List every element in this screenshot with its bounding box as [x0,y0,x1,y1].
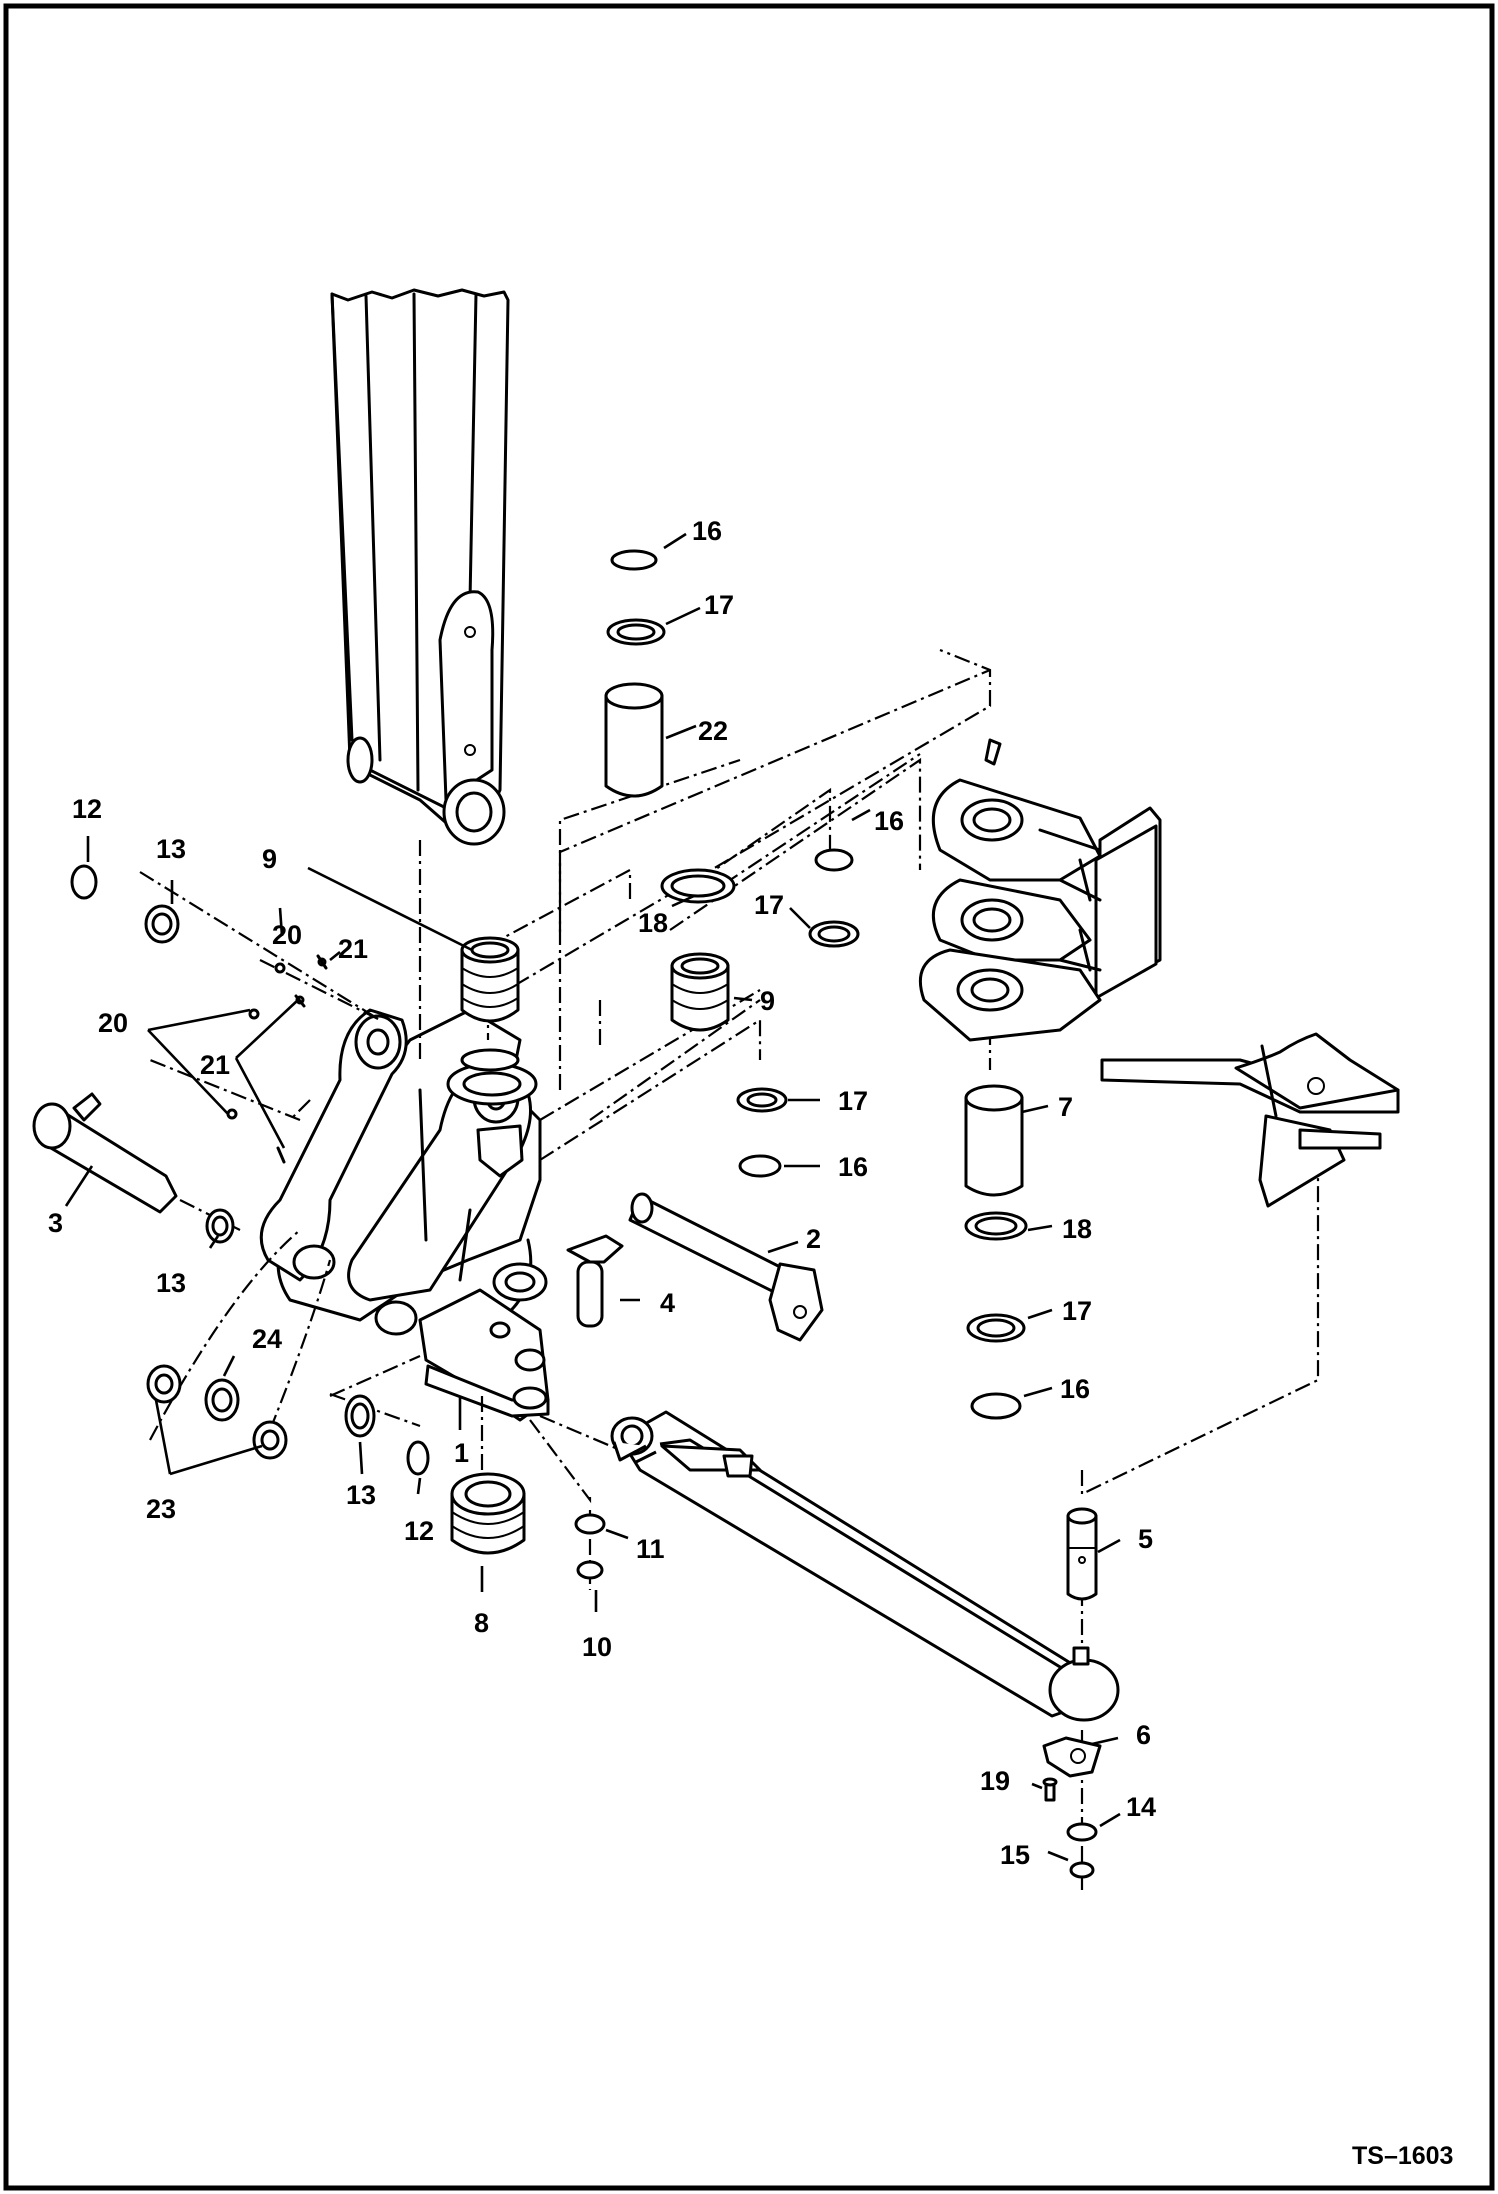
callout-2: 2 [806,1224,821,1254]
callout-16: 16 [838,1152,868,1182]
callout-8: 8 [474,1608,489,1638]
sleeves [604,682,1098,1601]
page-frame [3,3,1495,2191]
callout-20: 20 [98,1008,128,1038]
callout-9: 9 [760,986,775,1016]
callout-19: 19 [980,1766,1010,1796]
pin-2 [628,1192,824,1342]
callout-5: 5 [1138,1524,1153,1554]
callout-17: 17 [1062,1296,1092,1326]
callout-labels: 16 17 22 12 13 9 20 21 20 21 3 13 24 23 … [48,516,1156,1870]
callout-15: 15 [1000,1840,1030,1870]
callout-17: 17 [838,1086,868,1116]
callout-4: 4 [660,1288,675,1318]
small-hardware [146,954,1102,1802]
callout-leaders [64,532,1121,1862]
swing-bracket [259,1008,550,1422]
callout-1: 1 [454,1438,469,1468]
mount-plate [1100,1032,1400,1208]
drawing-code: TS–1603 [1352,2142,1453,2170]
callout-11: 11 [636,1534,665,1564]
hydraulic-cylinder [610,1410,1120,1722]
callout-18: 18 [1062,1214,1092,1244]
callout-22: 22 [698,716,728,746]
callout-20: 20 [272,920,302,950]
callout-17: 17 [754,890,784,920]
pin-3 [32,1092,178,1214]
callout-21: 21 [200,1050,230,1080]
callout-16: 16 [692,516,722,546]
rings [70,549,1098,1879]
callout-6: 6 [1136,1720,1151,1750]
callout-16: 16 [874,806,904,836]
callout-16: 16 [1060,1374,1090,1404]
callout-13: 13 [346,1480,376,1510]
callout-17: 17 [704,590,734,620]
callout-24: 24 [252,1324,282,1354]
callout-18: 18 [638,908,668,938]
callout-12: 12 [72,794,102,824]
callout-13: 13 [156,834,186,864]
callout-9: 9 [262,844,277,874]
callout-21: 21 [338,934,368,964]
callout-12: 12 [404,1516,434,1546]
pin-4 [566,1234,624,1328]
callout-13: 13 [156,1268,186,1298]
callout-3: 3 [48,1208,63,1238]
callout-23: 23 [146,1494,176,1524]
bushings [450,936,730,1555]
callout-10: 10 [582,1632,612,1662]
callout-7: 7 [1058,1092,1073,1122]
callout-14: 14 [1126,1792,1156,1822]
boom-arm [330,288,510,846]
yoke-bracket [918,738,1162,1042]
